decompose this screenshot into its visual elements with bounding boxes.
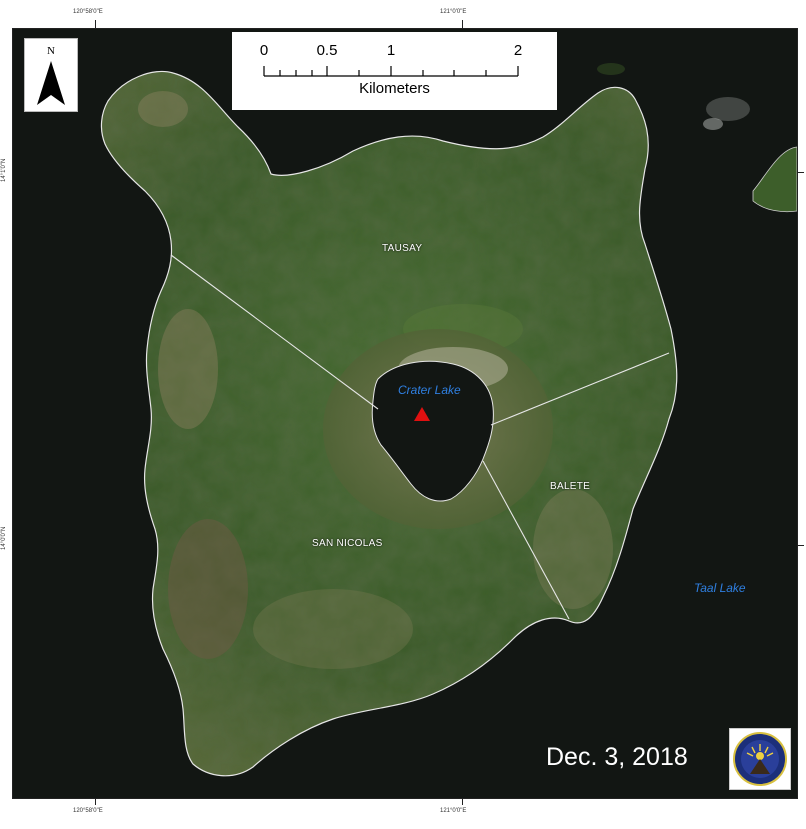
volcano-marker-icon[interactable] — [414, 407, 430, 421]
scale-tick-2: 2 — [513, 42, 523, 59]
scale-tick-0: 0 — [259, 42, 269, 59]
coord-left-bottom: 14°0'0"N — [1, 526, 7, 550]
region-label-tausay: TAUSAY — [382, 243, 423, 254]
tick-bottom-right — [462, 797, 463, 805]
tick-bottom-left — [95, 797, 96, 805]
coord-top-right: 121°0'0"E — [440, 9, 467, 15]
tick-right-bottom — [796, 545, 804, 546]
scale-bar-graphic — [263, 66, 519, 77]
satellite-map — [13, 29, 797, 798]
map-frame[interactable] — [12, 28, 798, 799]
coord-bottom-right: 121°0'0"E — [440, 808, 467, 814]
scale-bar: 0 0.5 1 2 Kilometers — [232, 32, 557, 110]
scale-unit-label: Kilometers — [359, 80, 430, 97]
tick-top-right — [462, 20, 463, 28]
agency-seal-icon — [729, 728, 791, 790]
coord-top-left: 120°58'0"E — [73, 9, 103, 15]
date-label: Dec. 3, 2018 — [546, 743, 688, 771]
coord-bottom-left: 120°58'0"E — [73, 808, 103, 814]
tick-right-top — [796, 172, 804, 173]
north-arrow-box: N — [24, 38, 78, 112]
scale-tick-1: 1 — [386, 42, 396, 59]
region-label-san-nicolas: SAN NICOLAS — [312, 538, 383, 549]
scale-tick-05: 0.5 — [316, 42, 338, 59]
coord-left-top: 14°1'0"N — [1, 158, 7, 182]
water-label-crater-lake: Crater Lake — [398, 383, 461, 397]
tick-top-left — [95, 20, 96, 28]
north-arrow-icon — [37, 61, 65, 105]
water-label-taal-lake: Taal Lake — [694, 581, 746, 595]
region-label-balete: BALETE — [550, 481, 591, 492]
north-label: N — [47, 45, 55, 57]
